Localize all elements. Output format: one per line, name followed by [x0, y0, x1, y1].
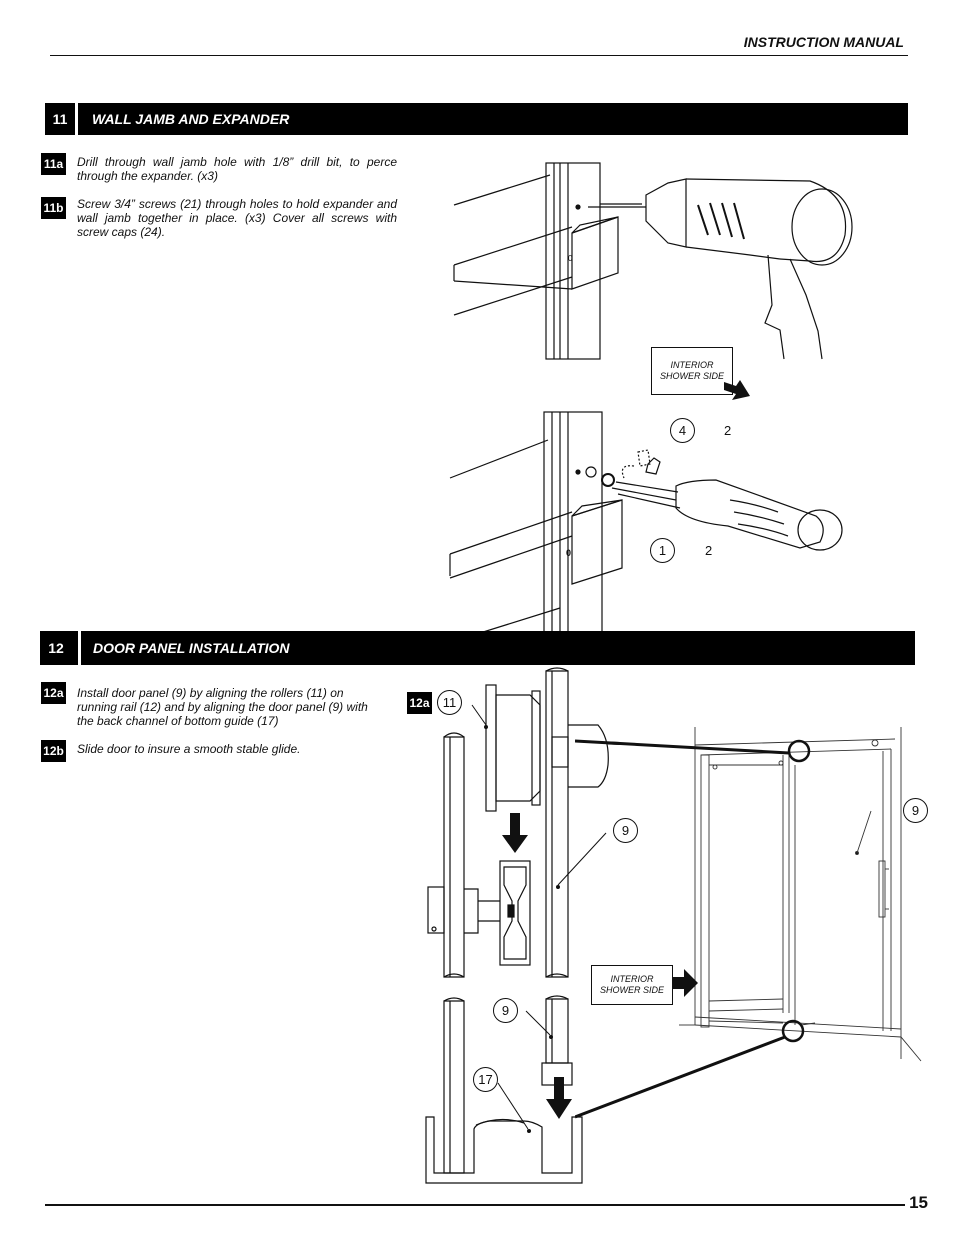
section-12-bar: 12 DOOR PANEL INSTALLATION [40, 631, 915, 665]
interior-shower-side-note-11: INTERIOR SHOWER SIDE [651, 347, 733, 395]
note-arrow-12 [672, 969, 698, 997]
step-text-11a: Drill through wall jamb hole with 1/8” d… [77, 155, 397, 183]
step-badge-11b: 11b [41, 197, 66, 219]
step-badge-12a: 12a [41, 682, 66, 704]
callout-bottom-guide: 17 [473, 1067, 498, 1092]
section-11-bar: 11 WALL JAMB AND EXPANDER [45, 103, 908, 135]
drill-diagram: 0 [453, 162, 853, 360]
diagram-badge-12a: 12a [407, 692, 432, 714]
section-11-divider [75, 103, 78, 135]
callout-door-panel-1: 9 [613, 818, 638, 843]
step-badge-12b: 12b [41, 740, 66, 762]
step-badge-11a: 11a [41, 153, 66, 175]
callout-door-panel-2: 9 [493, 998, 518, 1023]
manual-title: INSTRUCTION MANUAL [743, 34, 904, 50]
page-number: 15 [909, 1193, 928, 1212]
screwdriver-diagram: 0 [449, 411, 843, 633]
header-rule [50, 55, 908, 56]
section-11-number: 11 [52, 111, 68, 127]
callout-screw: 1 [650, 538, 675, 563]
qty-screw-cap: 2 [724, 423, 732, 438]
shower-door-diagram [575, 727, 922, 1119]
callout-screw-cap: 4 [670, 418, 695, 443]
section-12-number: 12 [48, 640, 64, 656]
section-11-title: WALL JAMB AND EXPANDER [92, 111, 290, 127]
step-text-11b: Screw 3/4” screws (21) through holes to … [77, 197, 397, 239]
section-12-divider [78, 631, 81, 665]
callout-door-panel-3: 9 [903, 798, 928, 823]
callout-roller: 11 [437, 690, 462, 715]
interior-shower-side-note-12: INTERIOR SHOWER SIDE [591, 965, 673, 1005]
roller-detail-diagram [425, 667, 620, 1184]
qty-screw: 2 [705, 543, 713, 558]
svg-text:0: 0 [568, 254, 573, 263]
footer-rule [45, 1204, 905, 1206]
svg-text:0: 0 [566, 548, 571, 558]
note-arrow-11 [724, 380, 750, 400]
step-text-12a: Install door panel (9) by aligning the r… [77, 686, 368, 728]
step-text-12b: Slide door to insure a smooth stable gli… [77, 742, 301, 756]
section-12-title: DOOR PANEL INSTALLATION [93, 640, 290, 656]
